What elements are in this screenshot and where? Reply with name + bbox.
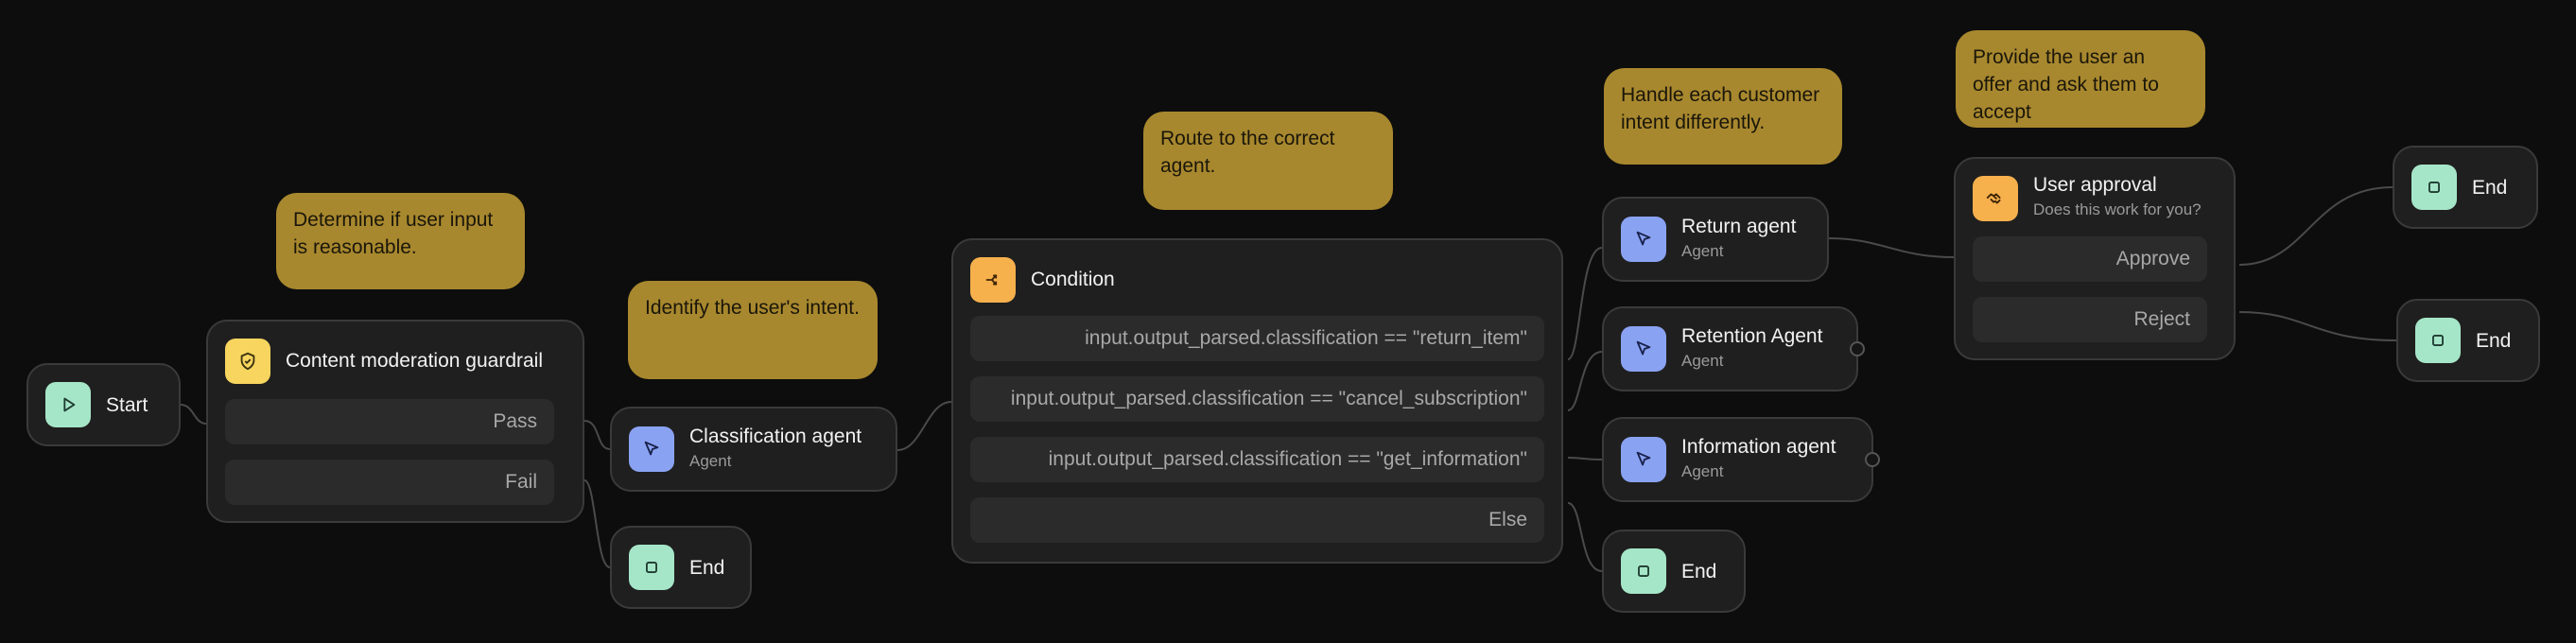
note-guardrail: Determine if user input is reasonable. xyxy=(276,193,525,289)
edge-info-cond xyxy=(1567,457,1603,461)
node-subtitle: Does this work for you? xyxy=(2033,200,2202,218)
condition-row-else[interactable]: Else xyxy=(970,497,1544,543)
handshake-icon xyxy=(1973,176,2018,221)
node-label: End xyxy=(1681,561,1717,582)
start-node[interactable]: Start xyxy=(26,363,181,446)
node-subtitle: Agent xyxy=(689,452,732,470)
stop-icon xyxy=(2415,318,2461,363)
retention-output-handle[interactable] xyxy=(1850,341,1865,356)
retention-agent-node[interactable]: Retention Agent Agent xyxy=(1602,306,1858,391)
guardrail-fail-row[interactable]: Fail xyxy=(225,460,554,505)
stop-icon xyxy=(1621,548,1666,594)
node-label: End xyxy=(2476,330,2512,352)
node-title: Return agent xyxy=(1681,216,1797,237)
stop-icon xyxy=(2411,165,2457,210)
edge-cancel-cond xyxy=(1567,351,1603,411)
edge-start-guardrail xyxy=(180,404,207,425)
node-subtitle: Agent xyxy=(1681,462,1724,480)
node-title: Information agent xyxy=(1681,436,1836,458)
node-title: Content moderation guardrail xyxy=(286,350,543,372)
play-icon xyxy=(45,382,91,427)
edge-return-cond xyxy=(1567,247,1603,360)
note-agents: Handle each customer intent differently. xyxy=(1604,68,1842,165)
condition-row-cancel[interactable]: input.output_parsed.classification == "c… xyxy=(970,376,1544,422)
node-title: User approval xyxy=(2033,174,2157,196)
cursor-arrow-icon xyxy=(1621,326,1666,372)
branch-icon xyxy=(970,257,1016,303)
node-label: Start xyxy=(106,394,148,416)
cursor-arrow-icon xyxy=(1621,437,1666,482)
stop-icon xyxy=(629,545,674,590)
cursor-arrow-icon xyxy=(1621,217,1666,262)
edge-fail-end xyxy=(583,479,611,568)
node-label: End xyxy=(689,557,725,579)
information-agent-node[interactable]: Information agent Agent xyxy=(1602,417,1873,502)
information-output-handle[interactable] xyxy=(1865,452,1880,467)
node-title: Retention Agent xyxy=(1681,325,1823,347)
end-node-reject[interactable]: End xyxy=(2396,299,2540,382)
edge-classification-condition xyxy=(896,401,952,451)
end-node-approve[interactable]: End xyxy=(2393,146,2538,229)
shield-check-icon xyxy=(225,339,270,384)
user-approval-node[interactable]: User approval Does this work for you? Ap… xyxy=(1954,157,2236,360)
condition-row-information[interactable]: input.output_parsed.classification == "g… xyxy=(970,437,1544,482)
end-node-fail[interactable]: End xyxy=(610,526,752,609)
edge-reject-end xyxy=(2238,311,2397,341)
guardrail-node[interactable]: Content moderation guardrail Pass Fail xyxy=(206,320,584,523)
node-title: Classification agent xyxy=(689,426,862,447)
approval-reject-row[interactable]: Reject xyxy=(1973,297,2207,342)
edge-approve-end xyxy=(2238,186,2393,266)
return-agent-node[interactable]: Return agent Agent xyxy=(1602,197,1829,282)
node-label: End xyxy=(2472,177,2508,199)
guardrail-pass-row[interactable]: Pass xyxy=(225,399,554,444)
end-node-else[interactable]: End xyxy=(1602,530,1746,613)
classification-agent-node[interactable]: Classification agent Agent xyxy=(610,407,897,492)
cursor-arrow-icon xyxy=(629,426,674,472)
condition-row-return[interactable]: input.output_parsed.classification == "r… xyxy=(970,316,1544,361)
note-approval: Provide the user an offer and ask them t… xyxy=(1956,30,2205,128)
node-subtitle: Agent xyxy=(1681,352,1724,370)
edge-return-approval xyxy=(1828,237,1955,258)
condition-node[interactable]: Condition input.output_parsed.classifica… xyxy=(951,238,1563,564)
node-title: Condition xyxy=(1031,269,1115,290)
edge-else-end xyxy=(1567,502,1603,572)
approval-approve-row[interactable]: Approve xyxy=(1973,236,2207,282)
node-subtitle: Agent xyxy=(1681,242,1724,260)
edge-pass-classification xyxy=(583,420,611,450)
note-classification: Identify the user's intent. xyxy=(628,281,878,379)
note-condition: Route to the correct agent. xyxy=(1143,112,1393,210)
